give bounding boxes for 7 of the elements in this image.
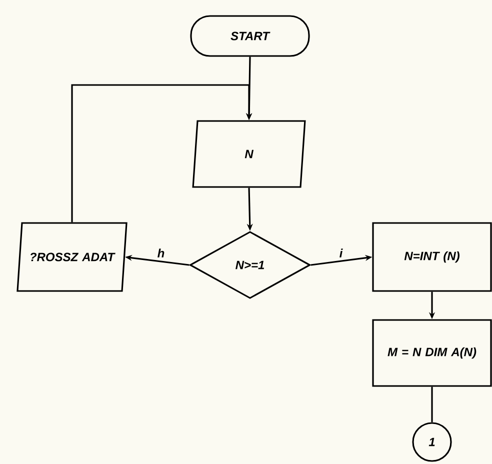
edge-label: i xyxy=(338,248,344,258)
arrow xyxy=(71,84,252,222)
output-parallelogram: ?ROSSZ ADAT xyxy=(16,222,128,292)
process-box: M = N DIM A(N) xyxy=(372,319,492,387)
start-terminal: START xyxy=(190,15,310,57)
process-box: N=INT (N) xyxy=(372,222,492,292)
input-parallelogram: N xyxy=(192,120,306,188)
